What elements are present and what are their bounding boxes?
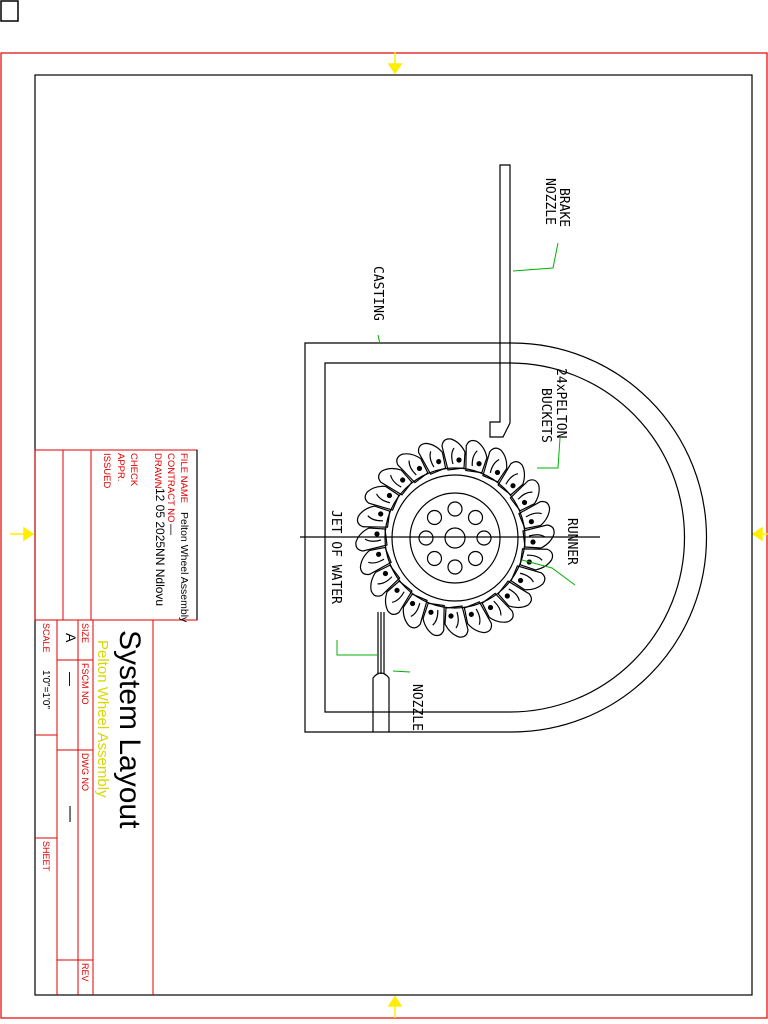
pelton-bucket bbox=[510, 565, 546, 591]
pelton-bucket bbox=[356, 505, 391, 528]
hub-bolts bbox=[418, 501, 492, 575]
label-runner: RUNNER bbox=[564, 518, 579, 565]
centering-markers bbox=[10, 52, 768, 1018]
pelton-bucket bbox=[359, 546, 392, 576]
pelton-bucket bbox=[402, 593, 428, 629]
shaft bbox=[444, 527, 466, 549]
inner-frame bbox=[34, 74, 753, 996]
appr-label: APPR. bbox=[115, 453, 126, 482]
label-nozzle: NOZZLE bbox=[409, 684, 424, 731]
file-name-value: Pelton Wheel Assembly bbox=[178, 512, 190, 623]
jet-nozzle bbox=[372, 672, 390, 732]
pelton-bucket bbox=[417, 442, 447, 475]
sheet-label: SHEET bbox=[41, 841, 51, 872]
fscm-label: FSCM NO bbox=[80, 663, 90, 705]
pelton-bucket bbox=[497, 461, 526, 496]
pelton-bucket bbox=[444, 605, 469, 638]
corner-box bbox=[0, 0, 19, 22]
label-brake-nozzle-1: BRAKE bbox=[556, 188, 571, 227]
hub-bolt bbox=[447, 559, 463, 575]
pelton-drawing bbox=[300, 164, 708, 733]
pelton-bucket bbox=[396, 453, 429, 484]
leader-buckets bbox=[537, 437, 561, 469]
pelton-bucket bbox=[364, 485, 400, 511]
rev-label: REV bbox=[80, 963, 90, 982]
pelton-bucket bbox=[378, 467, 413, 496]
pelton-bucket bbox=[355, 527, 388, 552]
runner-disc bbox=[391, 474, 519, 602]
label-casting: CASTING bbox=[370, 266, 385, 321]
size-label: SIZE bbox=[80, 623, 90, 643]
drawn-value: 12 05 2025NN Ndlovu bbox=[153, 488, 167, 606]
casting-outline bbox=[304, 342, 708, 733]
leader-jet bbox=[336, 640, 378, 656]
leader-brake-nozzle bbox=[512, 242, 559, 272]
hub-bolt bbox=[426, 509, 443, 526]
dwg-label: DWG NO bbox=[80, 753, 90, 791]
issued-label: ISSUED bbox=[101, 453, 112, 489]
label-jet-of-water: JET OF WATER bbox=[328, 510, 343, 604]
pelton-bucket bbox=[509, 479, 540, 512]
contract-value: — bbox=[165, 524, 177, 535]
drawing-title: System Layout bbox=[113, 630, 146, 829]
pelton-bucket bbox=[465, 439, 488, 474]
pelton-bucket bbox=[522, 524, 555, 549]
leader-casting bbox=[377, 334, 381, 345]
contract-label: CONTRACT NO bbox=[165, 453, 176, 523]
pelton-buckets bbox=[355, 438, 555, 638]
check-label: CHECK bbox=[128, 453, 139, 487]
title-block: FILE NAME CONTRACT NO DRAWN CHECK APPR. … bbox=[34, 449, 198, 995]
leader-runner bbox=[521, 559, 576, 586]
hub-bolt bbox=[467, 550, 484, 567]
hub-bolt bbox=[418, 530, 434, 546]
pelton-bucket bbox=[384, 580, 413, 615]
file-name-label: FILE NAME bbox=[178, 453, 189, 503]
brake-nozzle bbox=[489, 164, 511, 438]
size-value: A bbox=[63, 633, 79, 643]
hub-bolt bbox=[447, 501, 463, 517]
hub-bolt bbox=[476, 530, 492, 546]
pelton-bucket bbox=[370, 564, 401, 597]
fscm-value: — bbox=[63, 672, 79, 686]
pelton-bucket bbox=[422, 602, 445, 637]
leader-lines bbox=[336, 242, 576, 673]
label-buckets-2: BUCKETS bbox=[538, 388, 553, 443]
label-brake-nozzle-2: NOZZLE bbox=[542, 178, 557, 225]
scale-value: 1'0"=1'0" bbox=[40, 670, 51, 709]
drawing-subtitle: Pelton Wheel Assembly bbox=[94, 640, 111, 798]
dwg-value: — bbox=[62, 806, 79, 822]
casting-inner bbox=[324, 362, 686, 713]
pelton-bucket bbox=[441, 438, 466, 471]
pelton-bucket bbox=[482, 447, 508, 483]
outer-border bbox=[0, 52, 768, 1019]
pelton-bucket bbox=[463, 601, 493, 634]
scale-label: SCALE bbox=[41, 623, 51, 653]
hub-ring bbox=[409, 492, 501, 584]
hub-bolt bbox=[426, 550, 443, 567]
pelton-bucket bbox=[497, 580, 532, 609]
label-buckets-1: 24xPELTON bbox=[553, 368, 568, 438]
runner bbox=[355, 438, 555, 638]
leader-nozzle bbox=[392, 670, 411, 673]
pelton-bucket bbox=[481, 592, 514, 623]
drawn-label: DRAWN bbox=[152, 453, 163, 489]
title-block-grid bbox=[35, 619, 197, 995]
hub-bolt bbox=[467, 509, 484, 526]
pelton-bucket bbox=[518, 500, 551, 530]
runner-outer-ring bbox=[384, 467, 526, 609]
